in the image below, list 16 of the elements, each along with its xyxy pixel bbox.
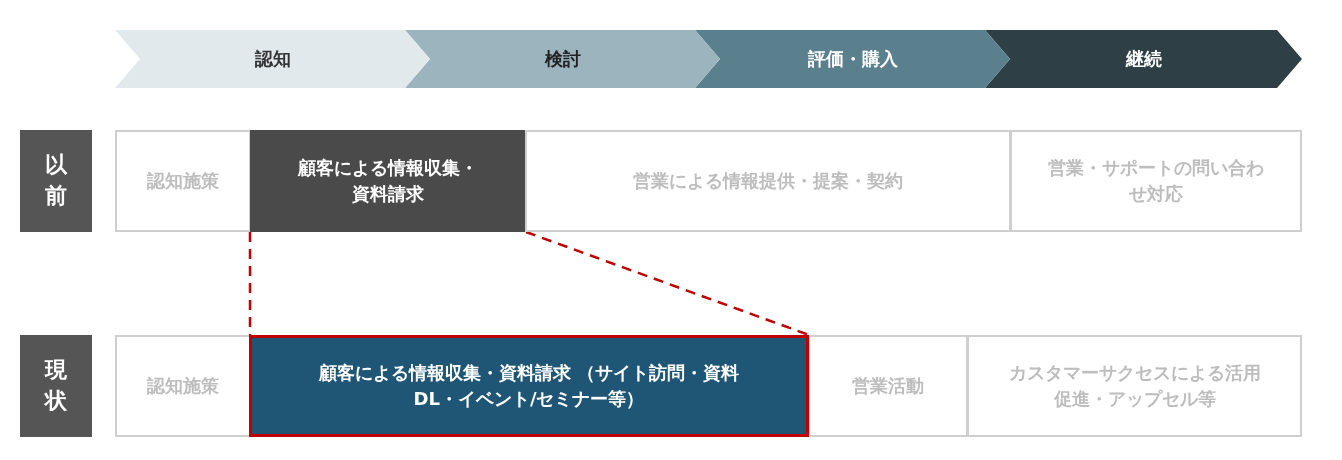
phase-box: 営業活動	[808, 335, 968, 437]
row-label: 現状	[20, 335, 92, 437]
phase-box: 認知施策	[115, 130, 251, 232]
phase-box: 顧客による情報収集・資料請求 （サイト訪問・資料DL・イベント/セミナー等）	[249, 335, 809, 437]
phase-box: カスタマーサクセスによる活用促進・アップセル等	[967, 335, 1302, 437]
phase-box: 営業による情報提供・提案・契約	[525, 130, 1011, 232]
stage-label: 評価・購入	[807, 46, 898, 71]
phase-box: 顧客による情報収集・資料請求	[250, 130, 526, 232]
row-label: 以前	[20, 130, 92, 232]
stage-label: 継続	[1125, 46, 1162, 71]
phase-box: 営業・サポートの問い合わせ対応	[1010, 130, 1302, 232]
stage-label: 検討	[544, 46, 581, 71]
dashed-connector	[248, 232, 252, 335]
dashed-connector	[525, 230, 810, 337]
phase-box: 認知施策	[115, 335, 251, 437]
stage-label: 認知	[254, 46, 291, 71]
